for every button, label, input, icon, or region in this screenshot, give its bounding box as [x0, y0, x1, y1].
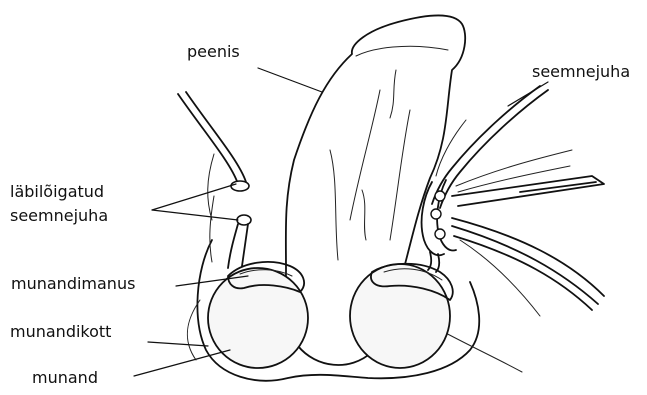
label-penis: peenis: [187, 42, 240, 62]
leader-scrotum: [148, 342, 208, 346]
label-testis: munand: [32, 368, 98, 388]
leader-cut-vas-lower: [152, 210, 238, 220]
left-vas-lower: [228, 224, 238, 268]
right-testis: [350, 264, 450, 368]
label-epididymis: munandimanus: [11, 274, 135, 294]
left-testis: [208, 268, 308, 368]
label-scrotum: munandikott: [10, 322, 111, 342]
leader-cut-vas-upper: [152, 184, 236, 210]
surgical-clamp: [422, 150, 604, 316]
cut-vas-lower-end: [237, 215, 251, 225]
label-cut-vas-line1: läbilõigatud: [10, 182, 104, 202]
leader-penis: [258, 68, 322, 92]
label-vas-deferens: seemnejuha: [532, 62, 630, 82]
cut-vas-upper-end: [231, 181, 249, 191]
label-cut-vas-line2: seemnejuha: [10, 206, 108, 226]
left-vas-upper: [178, 94, 238, 184]
